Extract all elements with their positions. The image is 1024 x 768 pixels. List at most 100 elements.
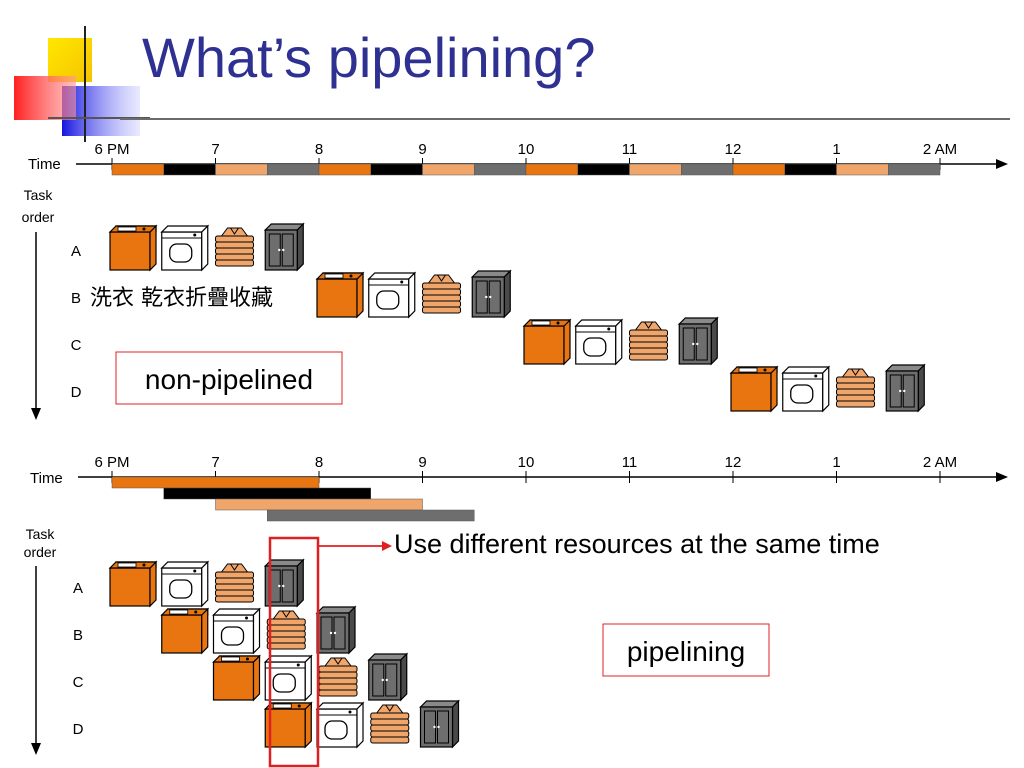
stage-slot-wash	[732, 163, 785, 176]
time-tick-label: 1	[832, 454, 840, 471]
stage-slot-wash	[111, 163, 164, 176]
stage-slot-fold	[422, 163, 475, 176]
resource-annotation: Use different resources at the same time	[394, 529, 880, 559]
task-label: D	[73, 721, 84, 738]
task-order-label-line2: order	[24, 544, 57, 560]
folded-clothes-icon	[215, 563, 254, 603]
decorative-squares-icon	[14, 26, 150, 142]
folded-clothes-icon	[422, 274, 461, 314]
chinese-stage-note: 洗衣 乾衣折疊收藏	[90, 286, 273, 311]
dryer-icon	[782, 366, 830, 412]
dryer-icon	[161, 561, 209, 607]
stage-slot-wash	[525, 163, 578, 176]
washer-icon	[523, 319, 571, 365]
closet-icon	[264, 223, 304, 271]
dryer-icon	[368, 272, 416, 318]
stage-slot-wash	[318, 163, 371, 176]
folded-clothes-icon	[629, 321, 668, 361]
closet-icon	[678, 317, 718, 365]
stage-bar-dry	[163, 487, 371, 500]
washer-icon	[264, 702, 312, 748]
task-label: B	[71, 290, 81, 307]
slide-title: What’s pipelining?	[142, 26, 596, 89]
time-tick-label: 7	[211, 454, 219, 471]
dryer-icon	[212, 608, 261, 654]
pipelined-label-box	[602, 623, 770, 677]
stage-slot-dry	[784, 163, 837, 176]
stage-bar-store	[267, 509, 475, 522]
stage-slot-store	[681, 163, 734, 176]
closet-icon	[885, 364, 925, 412]
folded-clothes-icon	[266, 610, 306, 650]
stage-slot-store	[267, 163, 320, 176]
time-axis-arrow-icon	[996, 472, 1008, 482]
washer-icon	[109, 225, 157, 271]
time-tick-label: 9	[418, 454, 426, 471]
dryer-icon	[264, 655, 312, 701]
time-tick-label: 12	[725, 141, 742, 158]
stage-slot-fold	[215, 163, 268, 176]
stage-slot-dry	[370, 163, 423, 176]
task-order-label-line1: Task	[26, 526, 56, 542]
time-axis-label: Time	[28, 156, 61, 173]
task-label: C	[71, 337, 82, 354]
stage-bar-fold	[215, 498, 423, 511]
time-tick-label: 2 AM	[923, 141, 957, 158]
time-tick-label: 6 PM	[94, 141, 129, 158]
task-order-label-line1: Task	[24, 187, 54, 203]
washer-icon	[109, 561, 157, 607]
time-tick-label: 8	[315, 141, 323, 158]
stage-slot-dry	[163, 163, 216, 176]
title-divider	[120, 118, 1010, 120]
time-tick-label: 2 AM	[923, 454, 957, 471]
non-pipelined-label-box	[115, 351, 343, 405]
washer-icon	[730, 366, 778, 412]
task-label: D	[71, 384, 82, 401]
closet-icon	[419, 700, 460, 748]
pipelined-label: pipelining	[627, 636, 745, 667]
time-tick-label: 10	[518, 454, 535, 471]
task-order-arrow-icon	[31, 743, 41, 755]
stage-slot-fold	[836, 163, 889, 176]
task-label: C	[73, 674, 84, 691]
time-tick-label: 9	[418, 141, 426, 158]
task-order-arrow-icon	[31, 408, 41, 420]
task-label: A	[71, 243, 81, 260]
time-tick-label: 1	[832, 141, 840, 158]
non-pipelined-label: non-pipelined	[145, 364, 313, 395]
same-time-highlight-box	[268, 536, 320, 768]
closet-icon	[368, 653, 408, 701]
dryer-icon	[575, 319, 623, 365]
stage-slot-store	[888, 163, 941, 176]
washer-icon	[316, 272, 364, 318]
task-order-label-line2: order	[22, 209, 55, 225]
closet-icon	[471, 270, 511, 318]
stage-slot-store	[474, 163, 527, 176]
task-label: A	[73, 580, 83, 597]
time-axis-arrow-icon	[996, 159, 1008, 169]
time-tick-label: 10	[518, 141, 535, 158]
washer-icon	[161, 608, 209, 654]
time-tick-label: 6 PM	[94, 454, 129, 471]
washer-icon	[212, 655, 261, 701]
dryer-icon	[316, 702, 364, 748]
closet-icon	[316, 606, 356, 654]
task-label: B	[73, 627, 83, 644]
stage-bar-wash	[111, 476, 320, 489]
time-tick-label: 8	[315, 454, 323, 471]
folded-clothes-icon	[836, 368, 875, 408]
folded-clothes-icon	[370, 704, 410, 744]
time-tick-label: 11	[622, 141, 638, 158]
time-axis-label: Time	[30, 470, 63, 487]
dryer-icon	[161, 225, 209, 271]
stage-slot-fold	[629, 163, 682, 176]
folded-clothes-icon	[318, 657, 358, 697]
folded-clothes-icon	[215, 227, 254, 267]
time-tick-label: 12	[725, 454, 742, 471]
annotation-arrow-icon	[382, 541, 392, 551]
time-tick-label: 7	[211, 141, 219, 158]
stage-slot-dry	[577, 163, 630, 176]
